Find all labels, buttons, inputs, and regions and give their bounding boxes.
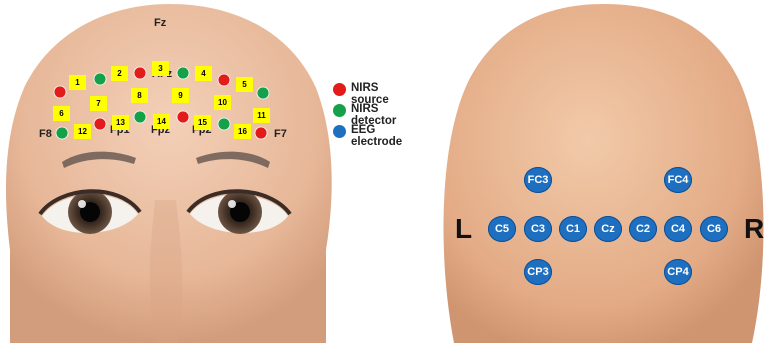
blue-dot-icon — [333, 125, 346, 138]
eeg-electrode-c6: C6 — [700, 216, 728, 242]
nirs-source-optode — [94, 118, 106, 130]
eeg-electrode-c3: C3 — [524, 216, 552, 242]
label-fz: Fz — [154, 17, 166, 29]
channel-8: 8 — [131, 88, 148, 103]
nirs-source-optode — [218, 74, 230, 86]
red-dot-icon — [333, 83, 346, 96]
nirs-source-optode — [134, 67, 146, 79]
channel-5: 5 — [236, 77, 253, 92]
channel-15: 15 — [194, 115, 211, 130]
eeg-electrode-c4: C4 — [664, 216, 692, 242]
eeg-electrode-cz: Cz — [594, 216, 622, 242]
channel-7: 7 — [90, 96, 107, 111]
front-head — [6, 4, 332, 343]
eeg-electrode-cp4: CP4 — [664, 259, 692, 285]
legend-label: EEG electrode — [351, 124, 402, 148]
nirs-source-optode — [255, 127, 267, 139]
top-head — [443, 4, 763, 343]
channel-11: 11 — [253, 108, 270, 123]
nirs-detector-optode — [177, 67, 189, 79]
eeg-electrode-fc4: FC4 — [664, 167, 692, 193]
green-dot-icon — [333, 104, 346, 117]
channel-2: 2 — [111, 66, 128, 81]
left-side-label: L — [455, 213, 472, 245]
channel-12: 12 — [74, 124, 91, 139]
eeg-electrode-c1: C1 — [559, 216, 587, 242]
nirs-detector-optode — [56, 127, 68, 139]
channel-14: 14 — [153, 114, 170, 129]
right-side-label: R — [744, 213, 764, 245]
eeg-electrode-c5: C5 — [488, 216, 516, 242]
eeg-electrode-cp3: CP3 — [524, 259, 552, 285]
eeg-electrode-c2: C2 — [629, 216, 657, 242]
channel-4: 4 — [195, 66, 212, 81]
channel-6: 6 — [53, 106, 70, 121]
channel-10: 10 — [214, 95, 231, 110]
eeg-electrode-fc3: FC3 — [524, 167, 552, 193]
label-f7: F7 — [274, 128, 287, 140]
nirs-detector-optode — [134, 111, 146, 123]
nirs-detector-optode — [257, 87, 269, 99]
nirs-source-optode — [177, 111, 189, 123]
nirs-source-optode — [54, 86, 66, 98]
channel-3: 3 — [152, 61, 169, 76]
label-f8: F8 — [39, 128, 52, 140]
channel-16: 16 — [234, 124, 251, 139]
channel-13: 13 — [112, 115, 129, 130]
channel-1: 1 — [69, 75, 86, 90]
nirs-detector-optode — [218, 118, 230, 130]
channel-9: 9 — [172, 88, 189, 103]
nirs-detector-optode — [94, 73, 106, 85]
